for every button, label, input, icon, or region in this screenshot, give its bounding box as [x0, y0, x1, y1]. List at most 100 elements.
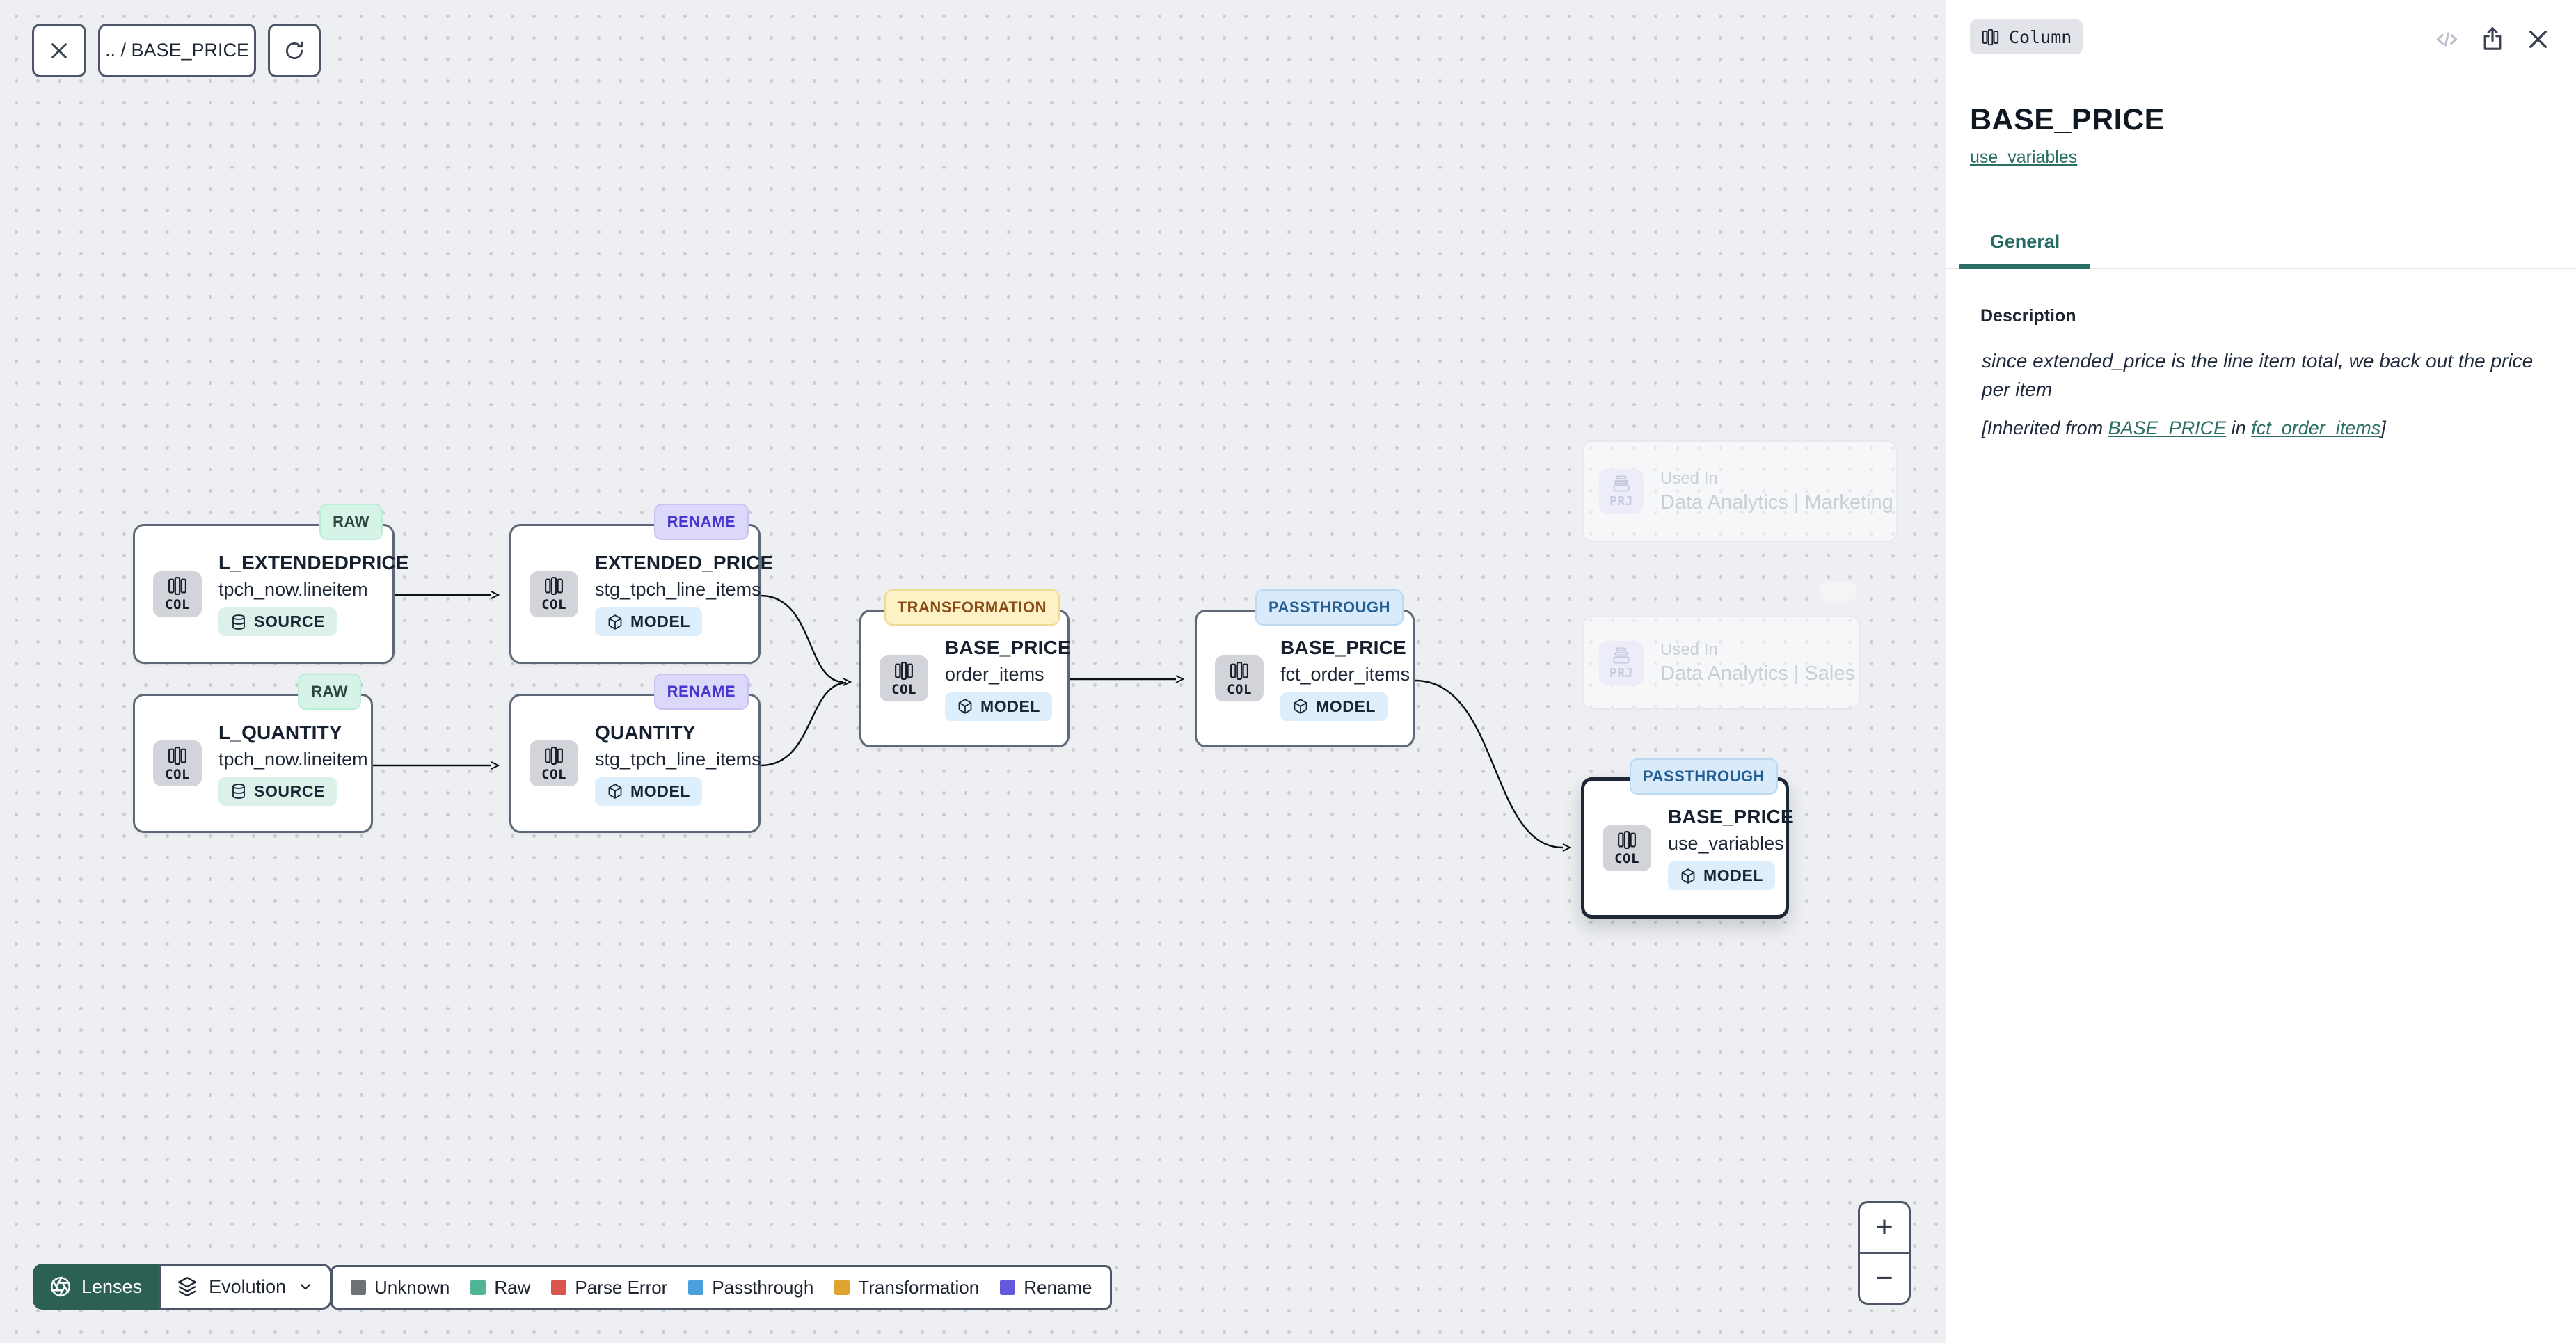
lineage-canvas[interactable]: .. / BASE_PRICE RAW COL L_EXTENDEDPRICE … [0, 0, 1946, 1343]
node-title: QUANTITY [595, 721, 696, 743]
model-badge: MODEL [595, 777, 703, 806]
used-in-name: Data Analytics | Sales [1660, 662, 1855, 685]
project-icon: PRJ [1599, 640, 1644, 685]
column-icon: COL [153, 740, 202, 786]
lineage-node-quantity[interactable]: RENAME COL QUANTITY stg_tpch_line_items … [509, 674, 761, 833]
node-subtitle: tpch_now.lineitem [218, 748, 368, 770]
explore-lineage-button[interactable] [2383, 23, 2415, 55]
legend-swatch [470, 1280, 486, 1295]
details-panel: Column BASE_PRICE use_variables General … [1946, 0, 2576, 1343]
lens-select-dropdown[interactable]: Evolution [159, 1264, 333, 1310]
node-subtitle: order_items [945, 663, 1044, 685]
model-link[interactable]: use_variables [1970, 148, 2078, 167]
column-icon: COL [1215, 655, 1264, 701]
evolution-tag: PASSTHROUGH [1255, 589, 1404, 626]
zoom-in-button[interactable]: + [1860, 1203, 1909, 1254]
used-in-label: Used In [1660, 640, 1718, 659]
model-badge: MODEL [945, 692, 1053, 721]
inherited-note: [Inherited from BASE_PRICE in fct_order_… [1982, 418, 2386, 438]
breadcrumb[interactable]: .. / BASE_PRICE [98, 24, 256, 77]
description-heading: Description [1980, 306, 2076, 326]
cube-icon [607, 614, 623, 630]
share-button[interactable] [2479, 25, 2506, 53]
inherited-column-link[interactable]: BASE_PRICE [2108, 418, 2227, 438]
layers-icon [176, 1276, 198, 1298]
legend-swatch [1000, 1280, 1016, 1295]
legend-item: Passthrough [688, 1277, 813, 1298]
lenses-button[interactable]: Lenses [33, 1264, 159, 1310]
source-badge: SOURCE [218, 777, 337, 806]
used-in-node-sales[interactable]: PRJ Used In Data Analytics | Sales [1582, 616, 1860, 710]
canvas-zoom-controls: + − [1858, 1201, 1911, 1305]
close-icon [48, 40, 70, 62]
column-icon: COL [530, 740, 578, 786]
active-tab-indicator [1959, 264, 2090, 269]
database-icon [230, 783, 247, 800]
legend-item: Unknown [351, 1277, 450, 1298]
refresh-button[interactable] [268, 24, 321, 77]
cube-icon [957, 698, 973, 715]
model-badge: MODEL [1280, 692, 1388, 721]
used-in-node-marketing[interactable]: PRJ Used In Data Analytics | Marketing [1582, 440, 1898, 542]
used-in-name: Data Analytics | Marketing [1660, 491, 1893, 514]
close-panel-button[interactable] [2525, 26, 2551, 52]
cube-icon [1680, 868, 1696, 884]
legend-item: Parse Error [551, 1277, 667, 1298]
lineage-node-l-extendedprice[interactable]: RAW COL L_EXTENDEDPRICE tpch_now.lineite… [133, 504, 409, 664]
column-icon: COL [880, 655, 928, 701]
node-subtitle: tpch_now.lineitem [218, 579, 368, 600]
node-title: BASE_PRICE [1280, 636, 1406, 658]
node-title: BASE_PRICE [945, 636, 1071, 658]
column-icon: COL [530, 571, 578, 617]
lineage-node-extended-price[interactable]: RENAME COL EXTENDED_PRICE stg_tpch_line_… [509, 504, 773, 664]
cube-icon [1292, 698, 1309, 715]
evolution-tag: RAW [319, 504, 383, 540]
lineage-node-base-price-fct-order-items[interactable]: PASSTHROUGH COL BASE_PRICE fct_order_ite… [1195, 589, 1415, 747]
column-icon: COL [153, 571, 202, 617]
evolution-tag: RENAME [653, 504, 749, 540]
view-code-button[interactable] [2434, 26, 2460, 52]
chevron-down-icon [296, 1278, 315, 1296]
evolution-tag: RAW [298, 674, 361, 710]
project-icon: PRJ [1599, 469, 1644, 514]
page-title: BASE_PRICE [1970, 103, 2165, 136]
lineage-node-base-price-use-variables[interactable]: PASSTHROUGH COL BASE_PRICE use_variables… [1581, 758, 1794, 919]
zoom-out-button[interactable]: − [1875, 1261, 1893, 1295]
inherited-model-link[interactable]: fct_order_items [2251, 418, 2381, 438]
node-subtitle: fct_order_items [1280, 663, 1410, 685]
legend-item: Rename [1000, 1277, 1092, 1298]
lineage-node-base-price-order-items[interactable]: TRANSFORMATION COL BASE_PRICE order_item… [859, 589, 1071, 747]
node-title: L_QUANTITY [218, 721, 342, 743]
description-text: since extended_price is the line item to… [1982, 350, 2534, 400]
column-icon [1981, 28, 2000, 47]
node-title: L_EXTENDEDPRICE [218, 552, 409, 573]
entity-type-badge: Column [1970, 19, 2083, 54]
node-subtitle: stg_tpch_line_items [595, 579, 761, 600]
legend-item: Transformation [834, 1277, 979, 1298]
legend-swatch [834, 1280, 850, 1295]
tab-divider [1946, 268, 2576, 269]
exit-lineage-button[interactable] [32, 24, 86, 77]
legend-item: Raw [470, 1277, 530, 1298]
cube-icon [607, 783, 623, 800]
node-subtitle: use_variables [1668, 833, 1784, 854]
evolution-tag: TRANSFORMATION [884, 589, 1060, 626]
column-icon: COL [1603, 825, 1651, 871]
source-badge: SOURCE [218, 607, 337, 636]
node-title: EXTENDED_PRICE [595, 552, 774, 573]
node-title: BASE_PRICE [1668, 806, 1794, 827]
model-badge: MODEL [1668, 861, 1776, 890]
aperture-icon [49, 1276, 72, 1298]
refresh-icon [283, 39, 306, 63]
legend-swatch [551, 1280, 567, 1295]
used-in-label: Used In [1660, 468, 1718, 488]
legend-swatch [351, 1280, 366, 1295]
lineage-node-l-quantity[interactable]: RAW COL L_QUANTITY tpch_now.lineitem SOU… [133, 674, 373, 833]
database-icon [230, 614, 247, 630]
breadcrumb-label: .. / BASE_PRICE [104, 40, 250, 61]
evolution-tag: PASSTHROUGH [1630, 758, 1778, 795]
tab-general[interactable]: General [1989, 231, 2060, 252]
node-subtitle: stg_tpch_line_items [595, 748, 761, 770]
model-badge: MODEL [595, 607, 703, 636]
faded-tag [1818, 580, 1857, 601]
